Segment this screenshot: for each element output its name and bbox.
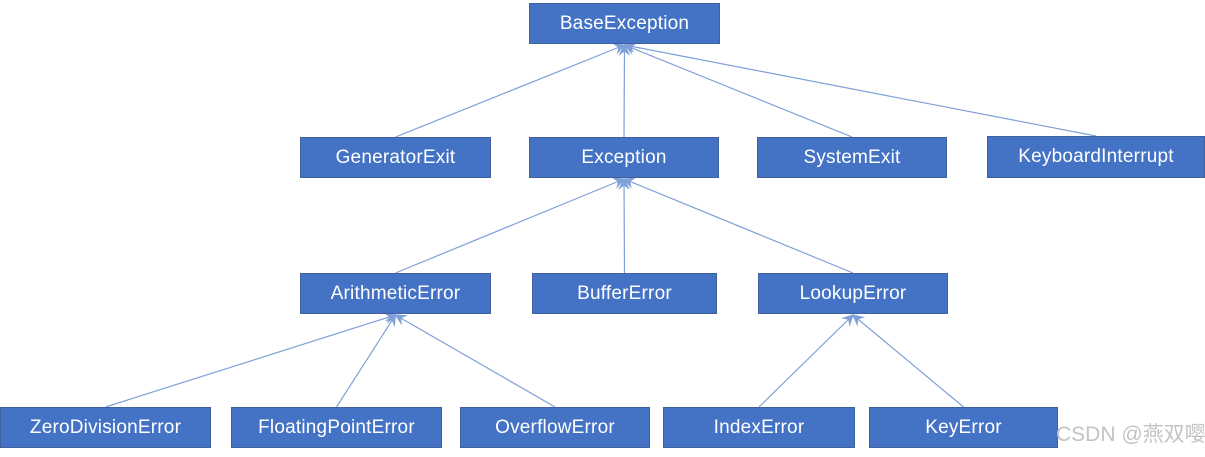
connector-arithmetic-error-to-exception [395, 177, 626, 274]
node-base-exception: BaseException [529, 3, 720, 44]
connector-index-error-to-lookup-error [758, 314, 854, 408]
connector-buffer-error-to-exception [618, 177, 631, 274]
node-floating-point-error: FloatingPointError [231, 407, 442, 448]
connector-key-error-to-lookup-error [852, 314, 964, 408]
connector-generator-exit-to-base-exception [395, 43, 626, 138]
connector-keyboard-interrupt-to-base-exception [623, 41, 1097, 137]
connector-exception-to-base-exception [618, 43, 631, 138]
node-system-exit: SystemExit [757, 137, 947, 178]
connector-system-exit-to-base-exception [623, 43, 853, 138]
node-exception: Exception [529, 137, 719, 178]
connector-zero-division-error-to-arithmetic-error [105, 312, 397, 408]
node-overflow-error: OverflowError [460, 407, 650, 448]
connector-lookup-error-to-exception [622, 177, 854, 274]
connector-floating-point-error-to-arithmetic-error [335, 313, 397, 408]
connector-overflow-error-to-arithmetic-error [394, 314, 556, 408]
node-generator-exit: GeneratorExit [300, 137, 491, 178]
node-lookup-error: LookupError [758, 273, 948, 314]
node-buffer-error: BufferError [532, 273, 717, 314]
node-key-error: KeyError [869, 407, 1058, 448]
watermark: CSDN @燕双嘤 [1056, 423, 1205, 446]
node-keyboard-interrupt: KeyboardInterrupt [987, 136, 1205, 178]
node-index-error: IndexError [663, 407, 855, 448]
node-arithmetic-error: ArithmeticError [300, 273, 491, 314]
node-zero-division-error: ZeroDivisionError [0, 407, 211, 448]
